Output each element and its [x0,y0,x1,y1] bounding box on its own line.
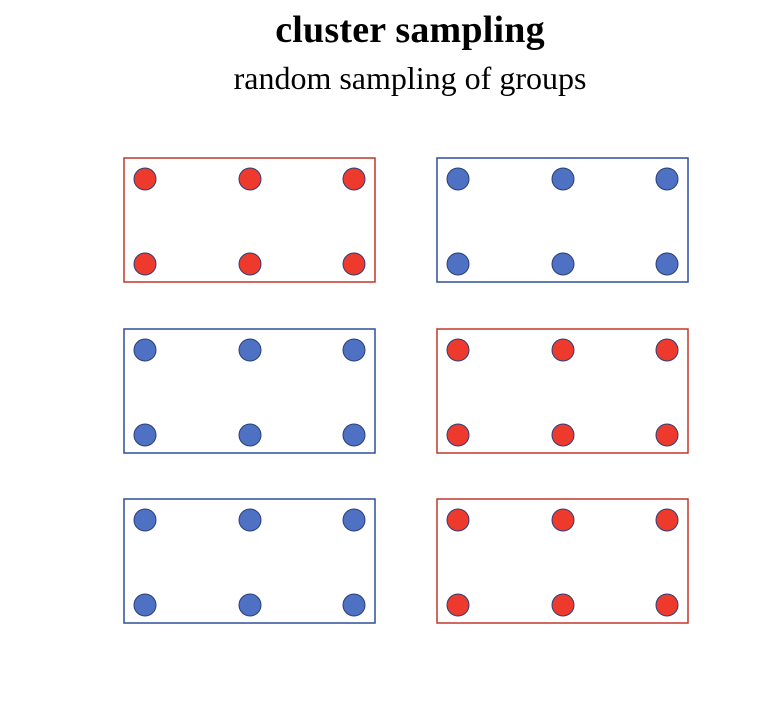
cluster-box [123,328,376,454]
unselected-member-dot [342,508,366,532]
unselected-member-dot [133,423,157,447]
selected-member-dot [655,423,679,447]
selected-member-dot [342,252,366,276]
selected-member-dot [133,167,157,191]
cluster-box [436,157,689,283]
unselected-member-dot [133,593,157,617]
unselected-member-dot [238,338,262,362]
unselected-member-dot [342,423,366,447]
selected-member-dot [133,252,157,276]
selected-member-dot [446,508,470,532]
unselected-member-dot [133,338,157,362]
cluster-box [123,498,376,624]
unselected-member-dot [133,508,157,532]
selected-member-dot [551,593,575,617]
selected-member-dot [446,423,470,447]
cluster-group-4 [436,328,689,454]
unselected-member-dot [238,508,262,532]
unselected-member-dot [446,167,470,191]
cluster-group-6 [436,498,689,624]
selected-member-dot [446,338,470,362]
cluster-group-1 [123,157,376,283]
selected-member-dot [551,423,575,447]
selected-member-dot [342,167,366,191]
unselected-member-dot [551,252,575,276]
cluster-box [123,157,376,283]
cluster-group-2 [436,157,689,283]
selected-member-dot [655,338,679,362]
selected-member-dot [551,508,575,532]
cluster-box [436,498,689,624]
unselected-member-dot [342,593,366,617]
diagram-title: cluster sampling [275,9,545,51]
unselected-member-dot [238,423,262,447]
unselected-member-dot [238,593,262,617]
selected-member-dot [238,167,262,191]
selected-member-dot [655,593,679,617]
selected-member-dot [551,338,575,362]
unselected-member-dot [655,252,679,276]
cluster-group-5 [123,498,376,624]
cluster-box [436,328,689,454]
selected-member-dot [446,593,470,617]
selected-member-dot [655,508,679,532]
unselected-member-dot [342,338,366,362]
cluster-group-3 [123,328,376,454]
unselected-member-dot [655,167,679,191]
unselected-member-dot [551,167,575,191]
diagram-subtitle: random sampling of groups [233,60,587,96]
unselected-member-dot [446,252,470,276]
selected-member-dot [238,252,262,276]
